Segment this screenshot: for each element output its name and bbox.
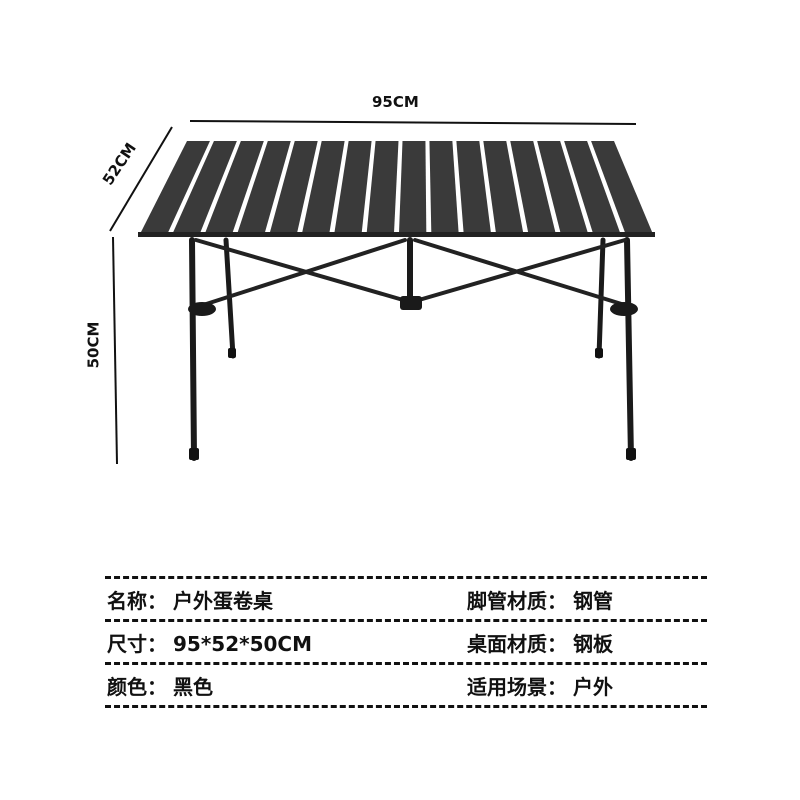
table-slat — [429, 141, 459, 233]
table-slat — [205, 141, 264, 233]
depth-dimension-line — [109, 126, 173, 232]
table-slat — [172, 141, 237, 233]
table-slat — [366, 141, 399, 233]
divider — [105, 619, 707, 622]
height-label: 50CM — [84, 321, 103, 369]
table-slat — [537, 141, 588, 233]
table-slat — [483, 141, 524, 233]
table-illustration — [109, 120, 655, 465]
height-dimension-line — [112, 236, 118, 465]
product-figure: 95CM 52CM 50CM — [84, 93, 655, 465]
divider — [105, 576, 707, 579]
table-slat — [302, 141, 345, 233]
spec-row: 颜色：黑色 适用场景：户外 — [105, 665, 707, 705]
spec-scenario: 适用场景：户外 — [467, 674, 613, 699]
table-slat — [140, 141, 210, 233]
divider — [105, 705, 707, 708]
divider — [105, 662, 707, 665]
table-slat — [564, 141, 621, 233]
table-slat — [591, 141, 653, 233]
table-slat — [269, 141, 318, 233]
spec-row: 名称：户外蛋卷桌 脚管材质：钢管 — [105, 579, 707, 619]
table-frame — [188, 237, 638, 461]
table-slat — [399, 141, 427, 233]
table-slat — [510, 141, 556, 233]
spec-color: 颜色：黑色 — [107, 674, 213, 699]
spec-name: 名称：户外蛋卷桌 — [107, 588, 273, 613]
width-dimension-line — [189, 120, 637, 125]
spec-table: 名称：户外蛋卷桌 脚管材质：钢管 尺寸：95*52*50CM 桌面材质：钢板 颜… — [105, 576, 707, 708]
spec-top-material: 桌面材质：钢板 — [467, 631, 613, 656]
spec-size: 尺寸：95*52*50CM — [107, 631, 312, 656]
spec-row: 尺寸：95*52*50CM 桌面材质：钢板 — [105, 622, 707, 662]
spec-leg-material: 脚管材质：钢管 — [467, 588, 613, 613]
table-slat — [334, 141, 372, 233]
table-slat — [456, 141, 491, 233]
table-slat — [237, 141, 291, 233]
width-label: 95CM — [372, 93, 419, 111]
tabletop — [138, 140, 655, 237]
